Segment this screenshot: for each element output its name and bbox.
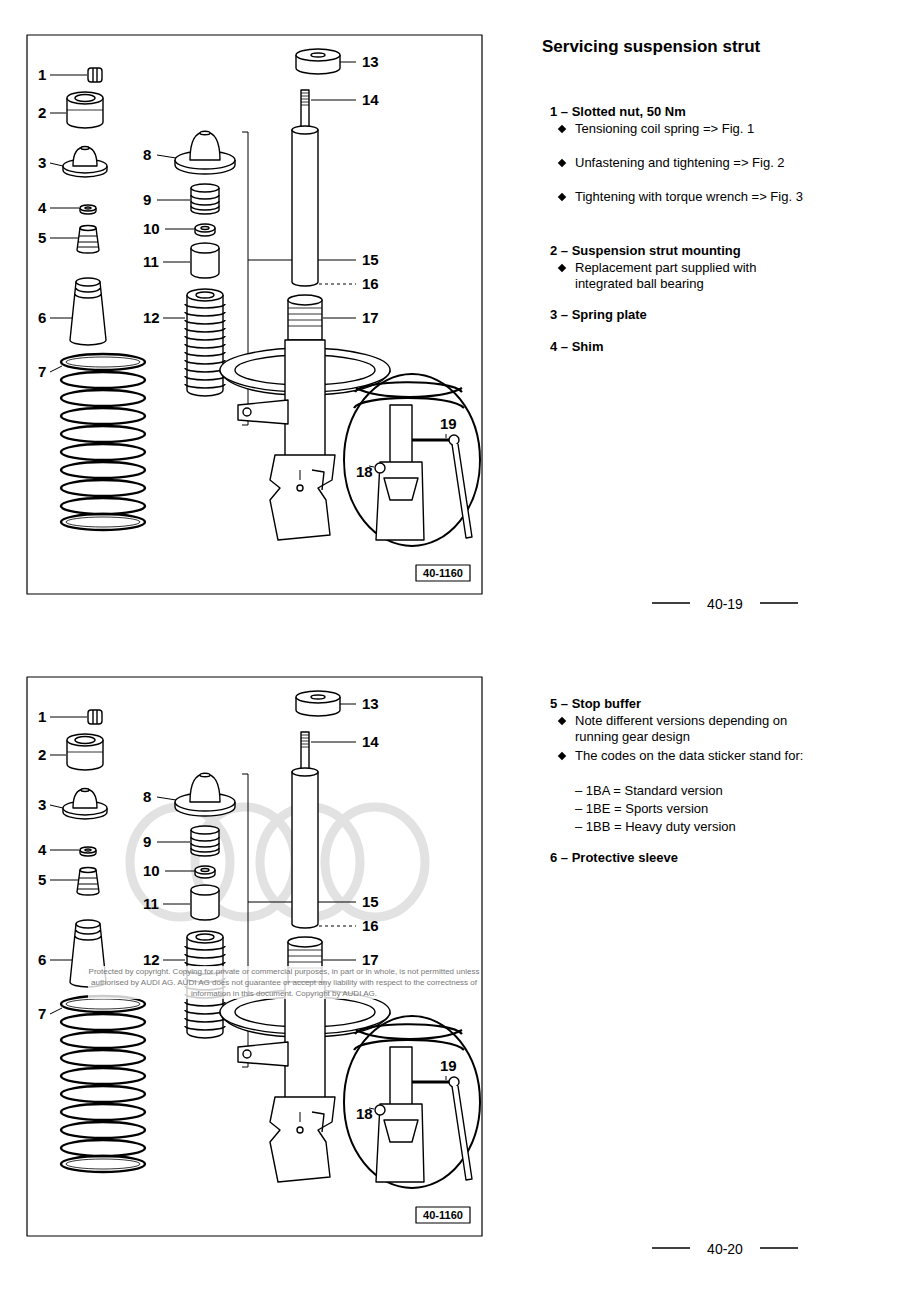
callout-number: 18 [356,1105,373,1123]
item-heading: 4 – Shim [550,339,890,355]
callout-number: 14 [362,733,379,751]
figure-code: 40-1160 [416,1208,470,1222]
bullet-note: Replacement part supplied with integrate… [575,260,815,292]
callout-number: 3 [38,154,46,172]
figure-code: 40-1160 [416,566,470,580]
callout-number: 7 [38,1005,46,1023]
bullet-diamond [558,264,566,272]
callout-number: 19 [440,415,457,433]
bullet-diamond [558,159,566,167]
bullet-diamond [558,125,566,133]
item-heading: 5 – Stop buffer [550,696,890,712]
callout-number: 9 [143,833,151,851]
callout-number: 14 [362,91,379,109]
code-line: – 1BB = Heavy duty version [575,818,835,836]
callout-number: 12 [143,309,160,327]
callout-number: 17 [362,309,379,327]
callout-number: 5 [38,871,46,889]
callout-number: 6 [38,309,46,327]
callout-number: 8 [143,146,151,164]
bullet-diamond [558,752,566,760]
callout-number: 8 [143,788,151,806]
bullet-note: Note different versions depending on run… [575,713,815,745]
page-heading: Servicing suspension strut [542,37,902,57]
callout-number: 4 [38,199,46,217]
bullet-note: Tensioning coil spring => Fig. 1 [575,121,815,137]
bullet-note: Tightening with torque wrench => Fig. 3 [575,189,815,205]
callout-number: 16 [362,917,379,935]
callout-number: 11 [143,895,159,913]
bullet-note: Unfastening and tightening => Fig. 2 [575,155,815,171]
bullet-diamond [558,193,566,201]
callout-number: 4 [38,841,46,859]
callout-number: 13 [362,695,379,713]
callout-number: 11 [143,253,159,271]
item-heading: 1 – Slotted nut, 50 Nm [550,104,890,120]
callout-number: 16 [362,275,379,293]
callout-number: 10 [143,862,160,880]
callout-number: 6 [38,951,46,969]
code-line: – 1BE = Sports version [575,800,835,818]
callout-number: 7 [38,363,46,381]
page-number: 40-19 [695,596,755,612]
copyright-watermark: Protected by copyright. Copying for priv… [88,966,480,999]
item-heading: 6 – Protective sleeve [550,850,890,866]
callout-number: 18 [356,463,373,481]
callout-number: 3 [38,796,46,814]
callout-number: 10 [143,220,160,238]
code-line: – 1BA = Standard version [575,782,835,800]
callout-number: 2 [38,746,46,764]
bullet-note: The codes on the data sticker stand for: [575,748,815,764]
callout-number: 5 [38,229,46,247]
callout-number: 15 [362,893,379,911]
callout-number: 15 [362,251,379,269]
callout-number: 1 [38,708,46,726]
callout-number: 1 [38,66,46,84]
callout-number: 13 [362,53,379,71]
callout-number: 2 [38,104,46,122]
callout-number: 19 [440,1057,457,1075]
bullet-diamond [558,717,566,725]
item-heading: 2 – Suspension strut mounting [550,243,890,259]
page-number: 40-20 [695,1241,755,1257]
item-heading: 3 – Spring plate [550,307,890,323]
callout-number: 9 [143,191,151,209]
